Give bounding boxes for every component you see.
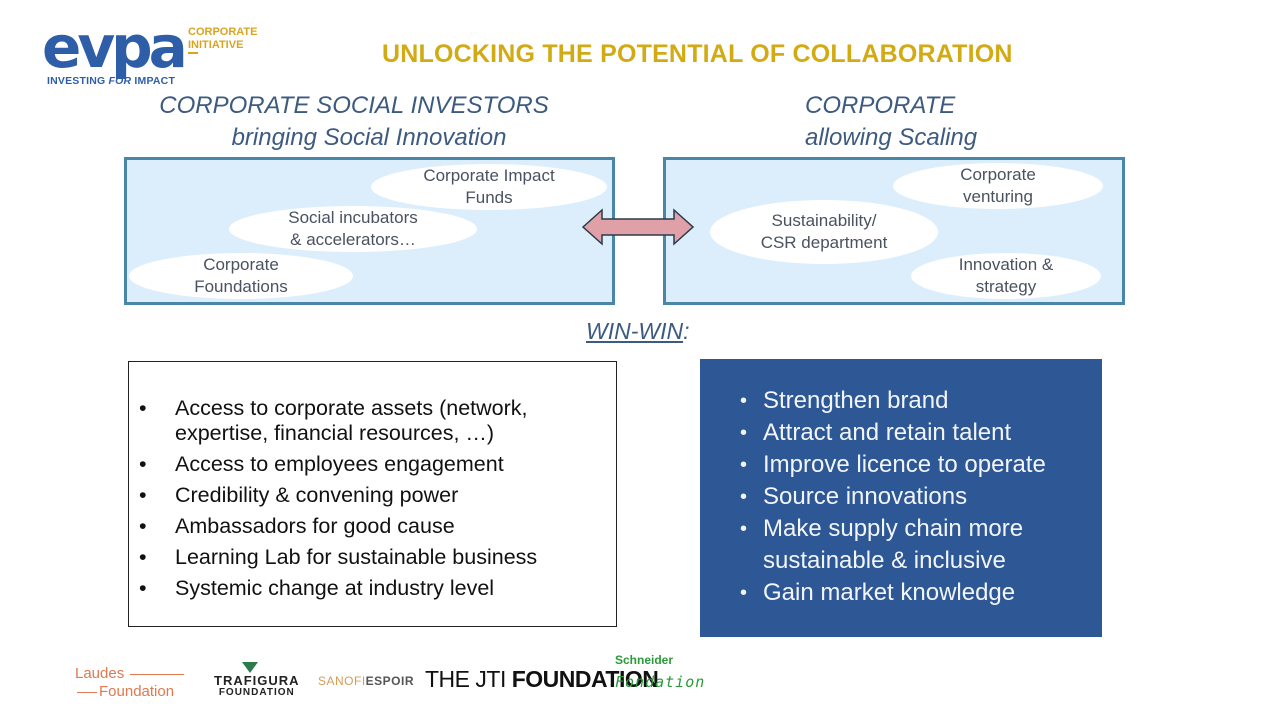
tagline-part-a: INVESTING	[47, 75, 109, 87]
ellipse-text: Foundations	[194, 277, 288, 296]
schneider-text-1: Schneider	[615, 653, 674, 667]
list-item: Ambassadors for good cause	[129, 514, 615, 539]
corporate-benefits-box: Strengthen brand Attract and retain tale…	[700, 359, 1102, 637]
list-item: Improve licence to operate	[700, 449, 1093, 481]
ellipse-text: Innovation &	[958, 255, 1054, 274]
sanofi-espoir-logo: SANOFIESPOIR	[318, 674, 414, 688]
slide-title: UNLOCKING THE POTENTIAL OF COLLABORATION	[382, 40, 1013, 68]
ellipse-innovation-strategy: Innovation & strategy	[911, 253, 1101, 299]
tagline-part-c: IMPACT	[131, 75, 176, 87]
trafigura-name: TRAFIGURA	[214, 673, 300, 688]
list-item: Credibility & convening power	[129, 483, 615, 508]
list-item: Gain market knowledge	[700, 577, 1093, 609]
social-investor-benefits-list: Access to corporate assets (network, exp…	[129, 396, 625, 607]
list-item: Access to corporate assets (network, exp…	[129, 396, 615, 446]
ellipse-text: Corporate Impact	[423, 166, 555, 185]
ellipse-text: Social incubators	[288, 208, 418, 227]
list-item: Systemic change at industry level	[129, 576, 615, 601]
trafigura-mark-icon	[242, 662, 258, 673]
social-investor-benefits-box: Access to corporate assets (network, exp…	[128, 361, 617, 627]
ellipse-text: Funds	[465, 188, 513, 207]
right-column-heading: CORPORATE allowing Scaling	[790, 90, 990, 154]
trafigura-sub: FOUNDATION	[218, 687, 295, 698]
win-win-colon: :	[683, 318, 690, 344]
list-item: Access to employees engagement	[129, 452, 615, 477]
tagline-part-b: FOR	[108, 75, 132, 87]
ellipse-text: Sustainability/	[771, 211, 877, 230]
list-item: Attract and retain talent	[700, 417, 1093, 449]
right-heading-line2: allowing Scaling	[805, 124, 978, 151]
jti-text-b: FOUNDATION	[511, 666, 659, 692]
left-heading-line1: CORPORATE SOCIAL INVESTORS	[159, 92, 549, 119]
win-win-text: WIN-WIN	[586, 318, 684, 344]
ellipse-text: CSR department	[760, 233, 888, 252]
trafigura-foundation-logo: TRAFIGURA FOUNDATION	[214, 660, 300, 699]
evpa-logo-wordmark: evpa	[42, 13, 188, 81]
logo-corporate-initiative: CORPORATE INITIATIVE	[188, 26, 257, 52]
ellipse-text: strategy	[975, 277, 1037, 296]
list-item: Strengthen brand	[700, 385, 1093, 417]
ellipse-sustainability-csr: Sustainability/CSR department	[710, 200, 938, 264]
schneider-electric-fondation-logo: Schneider Fondation	[615, 654, 705, 692]
ellipse-text: Corporate	[203, 255, 279, 274]
ellipse-text: Corporate	[960, 165, 1036, 184]
laudes-foundation-logo: Laudes Foundation	[75, 665, 186, 701]
ellipse-text: & accelerators…	[290, 230, 416, 249]
list-item: Source innovations	[700, 481, 1093, 513]
laudes-text-2: Foundation	[99, 683, 175, 700]
laudes-text-1: Laudes	[75, 665, 125, 682]
jti-foundation-logo: THE JTI FOUNDATION	[425, 666, 659, 693]
sanofi-text-a: SANOFI	[318, 674, 366, 688]
list-item: Learning Lab for sustainable business	[129, 545, 625, 570]
left-heading-line2: bringing Social Innovation	[231, 124, 507, 151]
double-arrow-icon	[582, 208, 694, 246]
logo-tagline: INVESTING FOR IMPACT	[47, 75, 175, 87]
logo-dash	[188, 52, 198, 54]
corporate-benefits-list: Strengthen brand Attract and retain tale…	[700, 385, 1093, 609]
ellipse-social-incubators: Social incubators & accelerators…	[229, 206, 477, 252]
sanofi-text-b: ESPOIR	[365, 674, 415, 688]
schneider-text-2: Fondation	[615, 673, 706, 691]
left-column-heading: CORPORATE SOCIAL INVESTORS bringing Soci…	[124, 90, 584, 154]
right-heading-line1: CORPORATE	[805, 92, 956, 119]
win-win-label: WIN-WIN:	[586, 318, 689, 345]
logo-corporate-line2: INITIATIVE	[188, 39, 244, 51]
ellipse-text: venturing	[963, 187, 1033, 206]
jti-text-a: THE JTI	[425, 666, 512, 692]
list-item: Make supply chain more sustainable & inc…	[700, 513, 1093, 577]
logo-corporate-line1: CORPORATE	[188, 26, 258, 38]
ellipse-corporate-venturing: Corporate venturing	[893, 163, 1103, 209]
